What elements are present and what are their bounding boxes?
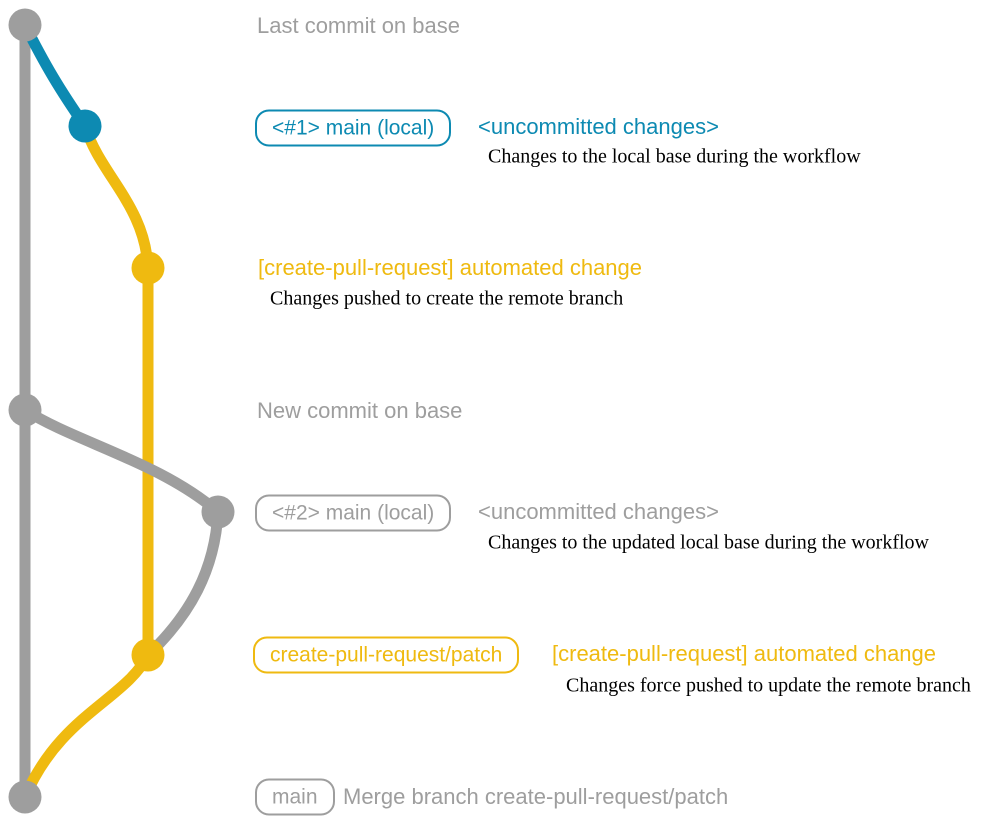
automated-change-title-1: [create-pull-request] automated change — [258, 255, 643, 280]
new-commit-label: New commit on base — [257, 398, 463, 423]
uncommitted-changes-title-1: <uncommitted changes> — [478, 114, 719, 139]
uncommitted-changes-description-1: Changes to the local base during the wor… — [488, 145, 861, 168]
local-main-branch-curve-1 — [19, 19, 91, 132]
last-commit-label: Last commit on base — [257, 13, 460, 38]
patch-branch-line — [79, 120, 154, 661]
patch-merge-curve — [19, 649, 154, 803]
merge-commit-label: Merge branch create-pull-request/patch — [343, 784, 729, 809]
branch-badge-main: main — [255, 778, 335, 816]
commit-dot-local-1 — [68, 109, 102, 143]
commit-dot-patch-1 — [131, 251, 165, 285]
automated-change-title-2: [create-pull-request] automated change — [552, 641, 937, 666]
local-main-rebase-curve — [142, 506, 224, 661]
commit-dot-last-base — [8, 8, 42, 42]
local-main-branch-curve-2 — [19, 404, 224, 518]
automated-change-description-1: Changes pushed to create the remote bran… — [270, 287, 624, 310]
automated-change-description-2: Changes force pushed to update the remot… — [566, 674, 971, 697]
uncommitted-changes-title-2: <uncommitted changes> — [478, 499, 719, 524]
uncommitted-changes-description-2: Changes to the updated local base during… — [488, 531, 929, 554]
branch-badge-patch: create-pull-request/patch — [253, 636, 520, 674]
commit-dot-merge — [8, 780, 42, 814]
branch-badge-main-local-2: <#2> main (local) — [255, 494, 452, 532]
commit-dot-local-2 — [201, 495, 235, 529]
branch-badge-main-local-1: <#1> main (local) — [255, 109, 452, 147]
commit-dot-patch-2 — [131, 638, 165, 672]
commit-dot-new-base — [8, 393, 42, 427]
